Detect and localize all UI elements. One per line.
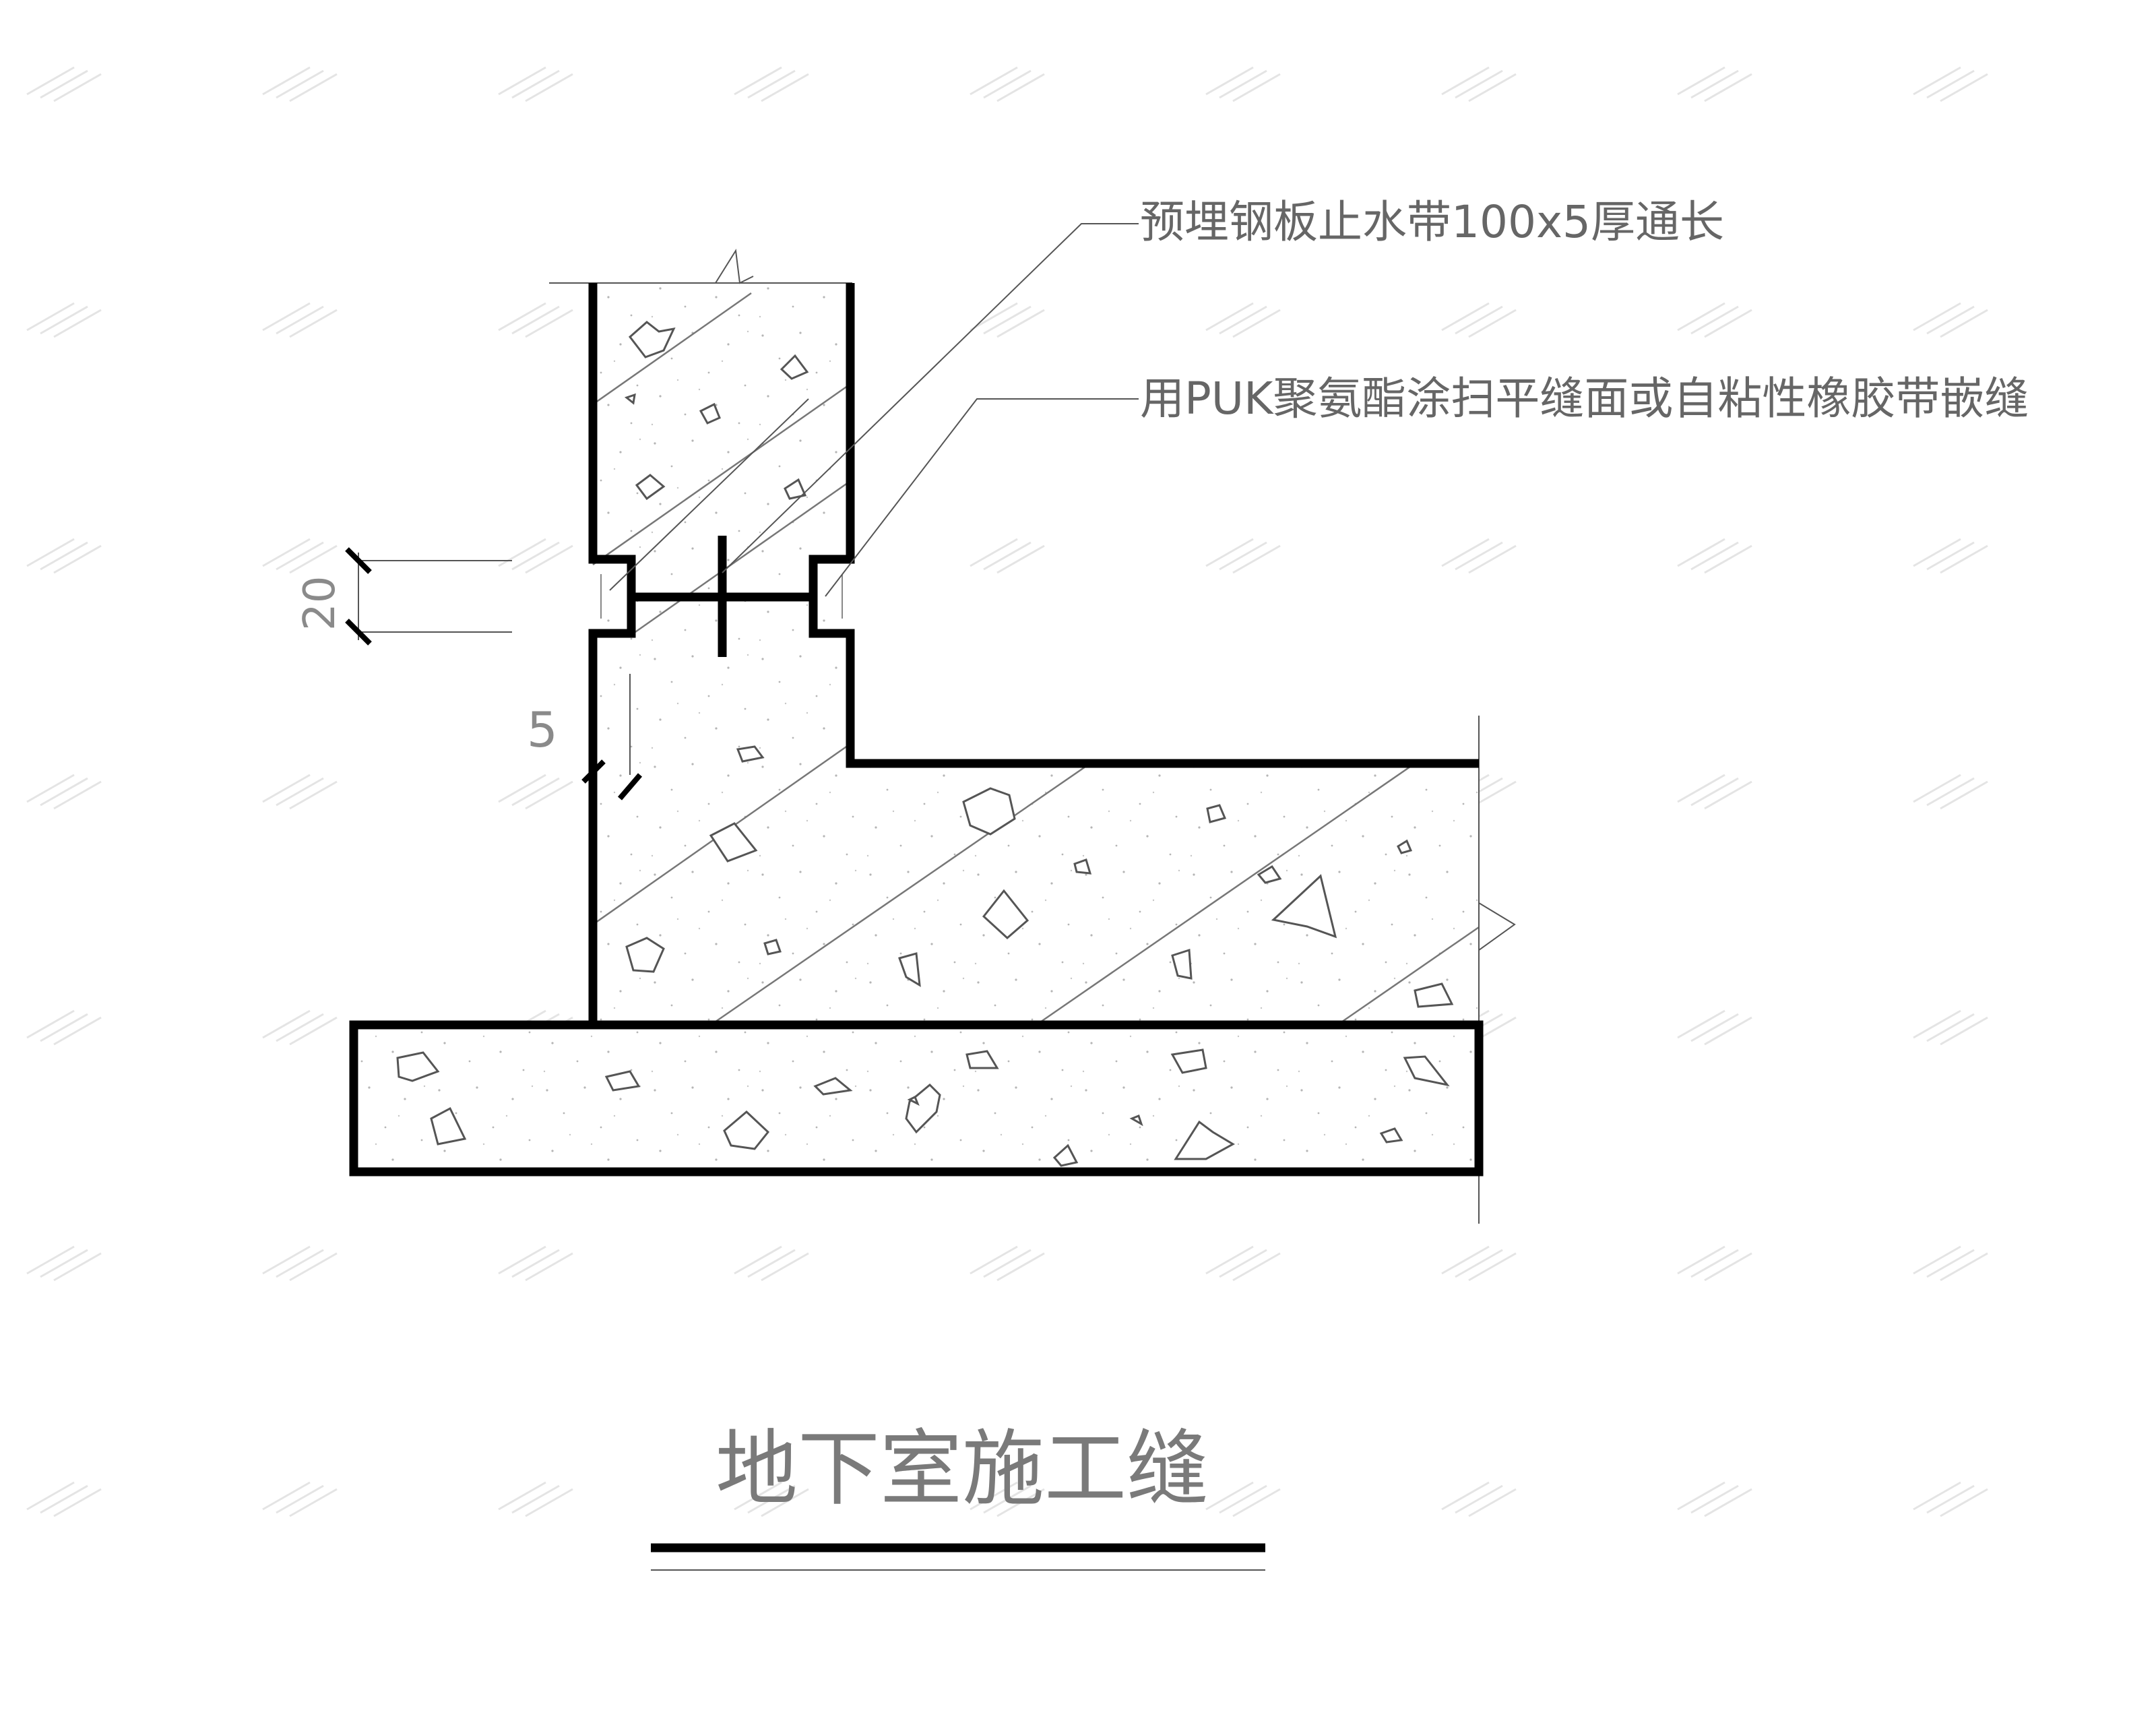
watermark-mark (262, 302, 338, 338)
watermark-mark (970, 1481, 1045, 1517)
watermark-mark (1441, 538, 1517, 574)
watermark-mark (498, 302, 573, 338)
watermark-mark (1677, 774, 1752, 810)
watermark-mark (1441, 1245, 1517, 1282)
drawing-title: 地下室施工缝 (716, 1421, 1209, 1517)
watermark-mark (498, 1481, 573, 1517)
watermark-mark (1677, 66, 1752, 102)
watermark-mark (734, 66, 809, 102)
watermark-mark (970, 1245, 1045, 1282)
watermark-mark (970, 302, 1045, 338)
groove-dimension-label: 20 (295, 576, 345, 631)
watermark-mark (734, 1481, 809, 1517)
watermark-mark (498, 774, 573, 810)
waterstop-label: 预埋钢板止水带100x5厚通长 (1140, 196, 1724, 248)
watermark-mark (498, 1245, 573, 1282)
watermark-mark (1205, 538, 1281, 574)
steel-waterstop-plate (631, 536, 813, 657)
watermark-mark (1205, 302, 1281, 338)
watermark-mark (1677, 1009, 1752, 1046)
watermark-mark (1441, 302, 1517, 338)
watermark-mark (1913, 1009, 1988, 1046)
watermark-mark (26, 538, 102, 574)
leader-lines (609, 223, 1139, 597)
watermark-mark (26, 66, 102, 102)
diagonal-hatch-lines (592, 292, 1480, 1026)
watermark-mark (26, 774, 102, 810)
plate-thickness-label: 5 (527, 701, 558, 758)
watermark-mark (262, 66, 338, 102)
watermark-mark (262, 538, 338, 574)
watermark-mark (1913, 1245, 1988, 1282)
watermark-mark (1913, 538, 1988, 574)
watermark-mark (1913, 774, 1988, 810)
watermark-mark (498, 66, 573, 102)
watermark-mark (262, 1009, 338, 1046)
watermark-mark (970, 538, 1045, 574)
watermark-mark (1913, 66, 1988, 102)
watermark-mark (26, 302, 102, 338)
watermark-mark (262, 774, 338, 810)
watermark-mark (1677, 1481, 1752, 1517)
watermark-mark (26, 1009, 102, 1046)
watermark-mark (1913, 302, 1988, 338)
section-outlines (349, 283, 1484, 1177)
watermark-mark (1205, 66, 1281, 102)
watermark-mark (1441, 66, 1517, 102)
watermark-mark (1913, 1481, 1988, 1517)
watermark-mark (26, 1481, 102, 1517)
sealant-groove-marks (600, 574, 843, 619)
watermark-mark (1441, 1481, 1517, 1517)
aggregate-stones (396, 321, 1454, 1167)
dimension-marks (358, 553, 631, 775)
watermark-mark (734, 1245, 809, 1282)
watermark-mark (498, 538, 573, 574)
watermark-mark (262, 1481, 338, 1517)
watermark-mark (1677, 1245, 1752, 1282)
watermark-mark (262, 1245, 338, 1282)
dimension-ticks (345, 547, 643, 801)
watermark-mark (970, 66, 1045, 102)
watermark-mark (26, 1245, 102, 1282)
watermark-mark (1677, 302, 1752, 338)
watermark-mark (1205, 1245, 1281, 1282)
watermark-mark (1205, 1481, 1281, 1517)
watermark-mark (1677, 538, 1752, 574)
sealant-label: 用PUK聚氨酯涂扫平缝面或自粘性橡胶带嵌缝 (1140, 373, 2029, 425)
base-slab-concrete (593, 635, 1479, 1025)
